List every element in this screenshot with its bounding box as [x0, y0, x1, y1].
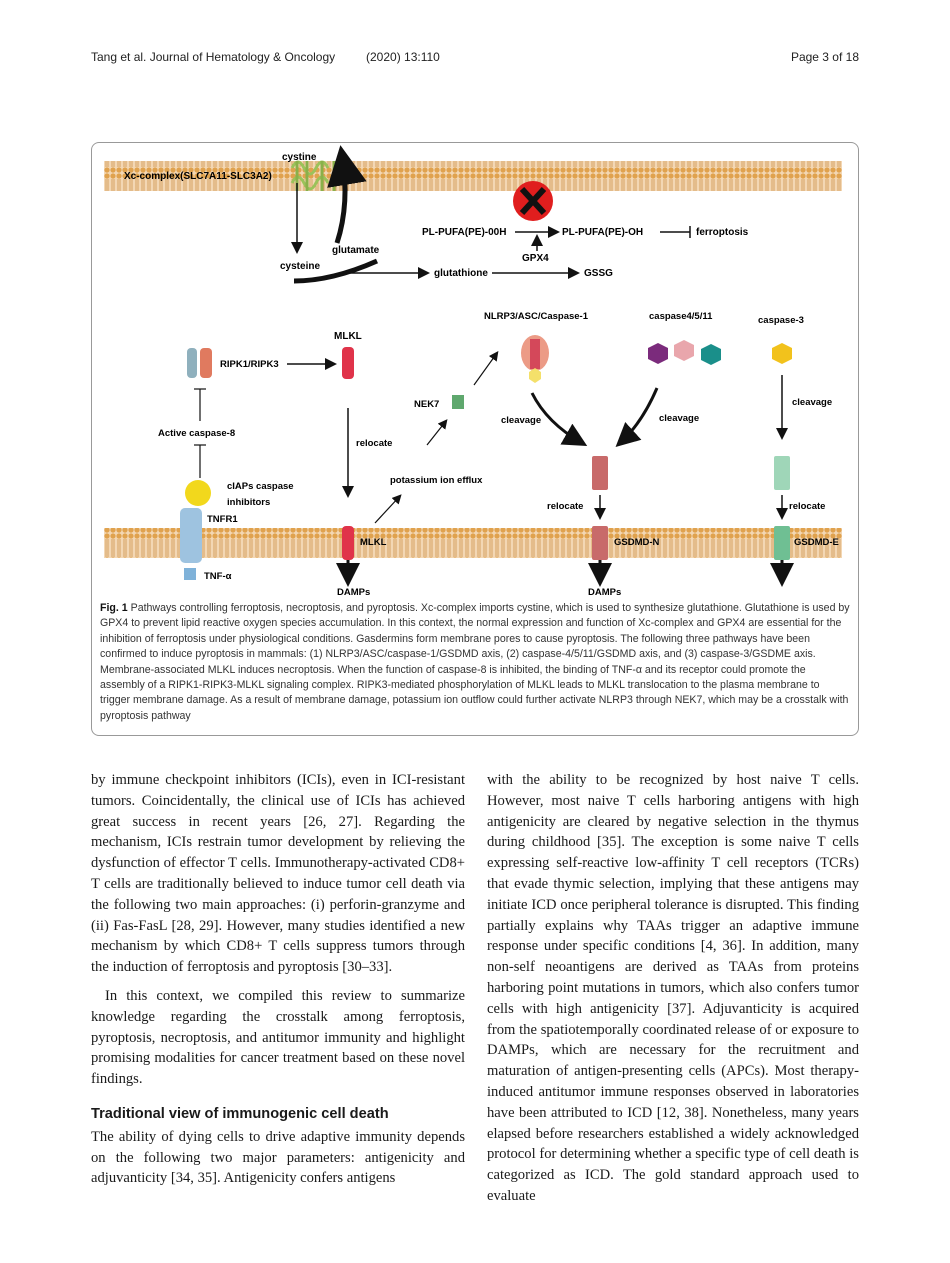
damps-label-mlkl: DAMPs — [337, 587, 370, 598]
caption-label: Fig. 1 — [100, 602, 128, 614]
nek7-icon — [452, 395, 464, 409]
right-column: with the ability to be recognized by hos… — [487, 770, 859, 1207]
caspase3-icon — [772, 343, 792, 364]
tnf-alpha-icon — [184, 568, 196, 580]
tnfr1-label: TNFR1 — [207, 514, 238, 525]
xc-complex-icon — [290, 160, 336, 191]
pl-pufa-oh-label: PL-PUFA(PE)-OH — [562, 227, 643, 238]
nek7-arrow — [426, 419, 448, 446]
ciaps-label: cIAPs caspase — [227, 481, 294, 492]
efflux-arrow — [374, 494, 402, 524]
gsdmd-e-label: GSDMD-E — [794, 537, 839, 548]
tnf-alpha-label: TNF-α — [204, 571, 232, 582]
casp3-label: caspase-3 — [758, 315, 804, 326]
figure-caption: Fig. 1 Pathways controlling ferroptosis,… — [100, 601, 850, 724]
figure-1: Xc-complex(SLC7A11-SLC3A2) cystine gluta… — [91, 142, 859, 736]
ciaps-icon — [185, 480, 211, 506]
inflammasome-icon — [521, 335, 549, 383]
top-membrane — [104, 161, 842, 191]
caption-text: Pathways controlling ferroptosis, necrop… — [100, 602, 850, 722]
relocate-label-gsdmd: relocate — [547, 501, 583, 512]
cleavage-label-casp3: cleavage — [792, 397, 832, 408]
gpx4-label: GPX4 — [522, 253, 549, 264]
relocate-label-gsdme: relocate — [789, 501, 825, 512]
volume-info: (2020) 13:110 — [366, 50, 440, 64]
xc-complex-label: Xc-complex(SLC7A11-SLC3A2) — [124, 171, 272, 182]
tnfr1-icon — [180, 508, 202, 563]
ripk1-ripk3-icon — [187, 348, 212, 378]
pathway-diagram: Xc-complex(SLC7A11-SLC3A2) cystine gluta… — [104, 145, 842, 598]
mlkl-membrane-label: MLKL — [360, 537, 387, 548]
cystine-label: cystine — [282, 152, 317, 163]
gssg-label: GSSG — [584, 268, 613, 279]
ripk-label: RIPK1/RIPK3 — [220, 359, 279, 370]
inhibitors-label: inhibitors — [227, 497, 270, 508]
glutamate-curve — [293, 258, 379, 284]
nek7-label: NEK7 — [414, 399, 439, 410]
pl-pufa-ooh-label: PL-PUFA(PE)-00H — [422, 227, 506, 238]
paragraph: with the ability to be recognized by hos… — [487, 772, 859, 1204]
nek7-to-nlrp3-arrow — [473, 351, 499, 386]
page-number: Page 3 of 18 — [790, 50, 859, 64]
cysteine-label: cysteine — [280, 261, 320, 272]
potassium-label: potassium ion efflux — [390, 475, 483, 486]
glutamate-label: glutamate — [332, 245, 380, 256]
damps-label-gsdmd: DAMPs — [588, 587, 621, 598]
mlkl-top-label: MLKL — [334, 331, 362, 342]
journal-citation: Tang et al. Journal of Hematology & Onco… — [91, 50, 336, 64]
relocate-label-mlkl: relocate — [356, 438, 392, 449]
casp4511-label: caspase4/5/11 — [649, 311, 713, 322]
casp4-cleavage-arrow — [615, 387, 659, 448]
gsdmd-e-membrane-icon — [774, 526, 790, 560]
nlrp3-label: NLRP3/ASC/Caspase-1 — [484, 311, 589, 322]
paragraph: The ability of dying cells to drive adap… — [91, 1128, 465, 1187]
glutathione-label: glutathione — [434, 268, 488, 279]
active-caspase8-label: Active caspase-8 — [158, 428, 235, 439]
mlkl-membrane-icon — [342, 526, 354, 560]
bottom-membrane — [104, 528, 842, 558]
casp1-cleavage-arrow — [530, 392, 588, 446]
gsdme-icon — [774, 456, 790, 490]
gsdmd-icon — [592, 456, 608, 490]
gsdmd-n-label: GSDMD-N — [614, 537, 660, 548]
paragraph: In this context, we compiled this review… — [91, 987, 465, 1088]
ferroptosis-label: ferroptosis — [696, 227, 749, 238]
left-column: by immune checkpoint inhibitors (ICIs), … — [91, 770, 465, 1189]
paragraph: by immune checkpoint inhibitors (ICIs), … — [91, 772, 465, 976]
caspase4-5-11-icons — [648, 340, 721, 365]
cleavage-label-casp1: cleavage — [501, 415, 541, 426]
block-x-icon — [513, 181, 553, 221]
mlkl-icon — [342, 347, 354, 379]
cystine-arrow — [327, 145, 367, 244]
cleavage-label-casp4: cleavage — [659, 413, 699, 424]
gsdmd-n-membrane-icon — [592, 526, 608, 560]
section-title: Traditional view of immunogenic cell dea… — [91, 1105, 389, 1122]
